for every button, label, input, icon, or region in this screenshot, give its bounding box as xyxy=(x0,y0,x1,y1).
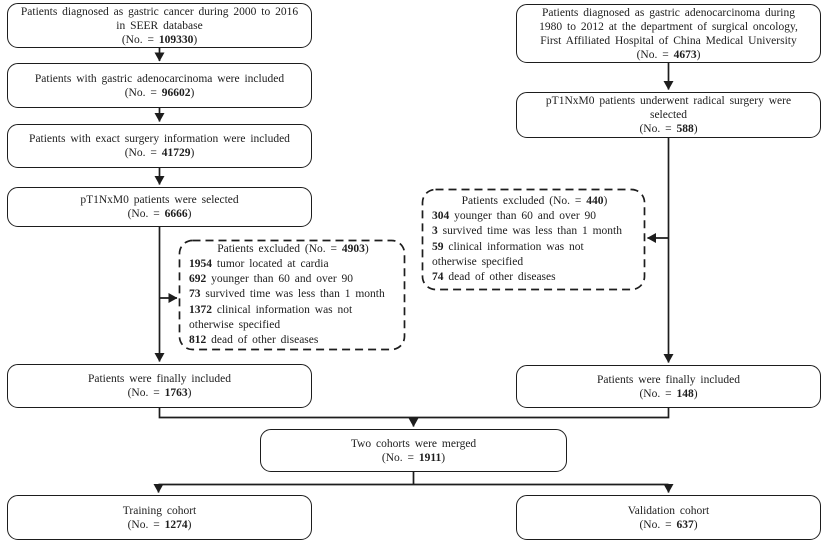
box-cohorts-merged: Two cohorts were merged (No. = 1911) xyxy=(260,429,567,472)
hospital-excluded-outline xyxy=(421,188,646,291)
box-hospital-finally-included: Patients were finally included (No. = 14… xyxy=(516,365,821,408)
box-seer-excluded: Patients excluded (No. = 4903) 1954 tumo… xyxy=(180,241,404,349)
box-text-line: pT1NxM0 patients were selected xyxy=(80,194,239,206)
box-seer-source: Patients diagnosed as gastric cancer dur… xyxy=(7,3,312,48)
count-line: (No. = 1274) xyxy=(127,518,192,531)
box-surgery-info-included: Patients with exact surgery information … xyxy=(7,124,312,168)
excluded-item: 812 dead of other diseases xyxy=(189,334,319,347)
count-line: (No. = 588) xyxy=(639,123,698,135)
excluded-item: 692 younger than 60 and over 90 xyxy=(189,273,354,286)
connector-split-rail xyxy=(158,472,669,486)
box-text-line: First Affiliated Hospital of China Medic… xyxy=(540,34,797,47)
box-text-line: Patients were finally included xyxy=(596,373,740,386)
excluded-item: 1954 tumor located at cardia xyxy=(189,258,329,270)
box-text-line: Patients with gastric adenocarcinoma wer… xyxy=(34,72,285,85)
box-validation-cohort: Validation cohort (No. = 637) xyxy=(516,495,821,540)
excluded-item: 1372 clinical information was not otherw… xyxy=(189,303,353,331)
box-text-line: Training cohort xyxy=(122,504,197,517)
box-adenocarcinoma-included: Patients with gastric adenocarcinoma wer… xyxy=(7,63,312,108)
excluded-item: 59 clinical information was not otherwis… xyxy=(432,240,584,268)
count-line: (No. = 109330) xyxy=(121,33,198,46)
box-text-line: Patients diagnosed as gastric cancer dur… xyxy=(20,5,299,18)
count-line: (No. = 96602) xyxy=(124,86,195,99)
box-text-line: Two cohorts were merged xyxy=(350,437,477,450)
count-line: (No. = 637) xyxy=(639,518,698,531)
box-text-line: Validation cohort xyxy=(627,504,710,517)
seer-excluded-outline xyxy=(178,239,406,351)
excluded-item: 3 survived time was less than 1 month xyxy=(432,225,622,238)
count-line: (No. = 41729) xyxy=(124,147,195,159)
count-line: (No. = 6666) xyxy=(127,208,192,220)
box-text-line: pT1NxM0 patients underwent radical surge… xyxy=(545,95,792,107)
box-training-cohort: Training cohort (No. = 1274) xyxy=(7,495,312,540)
box-text-line: 1980 to 2012 at the department of surgic… xyxy=(539,20,798,33)
connector-merge-rail xyxy=(158,408,670,419)
excluded-item: 73 survived time was less than 1 month xyxy=(189,288,385,301)
count-line: (No. = 4673) xyxy=(636,48,701,61)
count-line: (No. = 1911) xyxy=(381,451,446,464)
box-text-line: Patients with exact surgery information … xyxy=(29,133,290,145)
box-pt1nxm0-selected: pT1NxM0 patients were selected (No. = 66… xyxy=(7,187,312,227)
box-text-line: Patients were finally included xyxy=(87,373,231,385)
excluded-item: 74 dead of other diseases xyxy=(432,270,556,283)
box-radical-surgery-selected: pT1NxM0 patients underwent radical surge… xyxy=(516,92,821,138)
box-text-line: in SEER database xyxy=(116,19,203,32)
excluded-title: Patients excluded (No. = 4903) xyxy=(217,242,369,255)
box-seer-finally-included: Patients were finally included (No. = 17… xyxy=(7,364,312,408)
count-line: (No. = 1763) xyxy=(127,387,192,399)
box-text-line: selected xyxy=(649,109,688,121)
box-hospital-source: Patients diagnosed as gastric adenocarci… xyxy=(516,4,821,63)
excluded-item: 304 younger than 60 and over 90 xyxy=(432,210,597,223)
box-text-line: Patients diagnosed as gastric adenocarci… xyxy=(541,6,796,19)
box-hospital-excluded: Patients excluded (No. = 440) 304 younge… xyxy=(423,190,644,289)
count-line: (No. = 148) xyxy=(639,387,698,400)
excluded-title: Patients excluded (No. = 440) xyxy=(461,194,608,207)
